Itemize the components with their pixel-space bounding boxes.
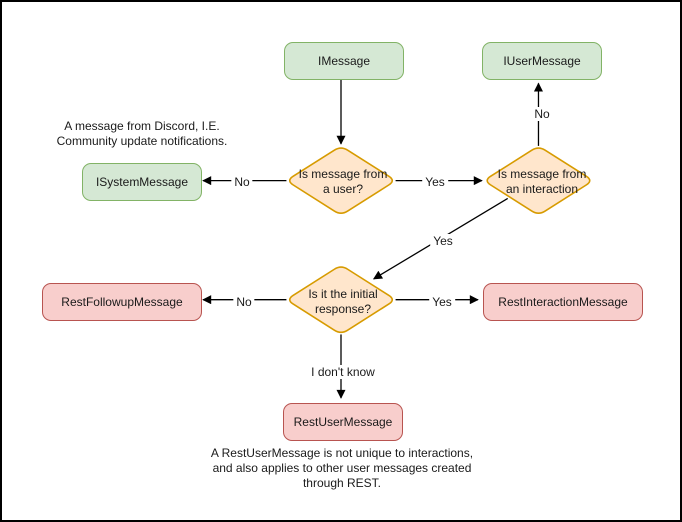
node-imessage-label: IMessage <box>317 54 371 68</box>
node-isystemmessage: ISystemMessage <box>82 163 202 201</box>
node-isystemmessage-label: ISystemMessage <box>95 175 189 189</box>
node-iusermessage-label: IUserMessage <box>503 54 581 68</box>
annotation-system-note: A message from Discord, I.E. Community u… <box>56 119 228 148</box>
edge-label-yes-to-interactionmessage: Yes <box>429 295 455 309</box>
node-restinteractionmessage: RestInteractionMessage <box>483 283 643 321</box>
node-iusermessage: IUserMessage <box>482 42 602 80</box>
node-restusermessage-label: RestUserMessage <box>293 415 393 429</box>
decision-is-from-interaction-label: Is message from an interaction <box>497 167 587 196</box>
edge-label-yes-to-interaction: Yes <box>422 175 448 189</box>
annotation-restuser-note: A RestUserMessage is not unique to inter… <box>210 446 474 490</box>
edge-label-no-to-followup: No <box>233 295 255 309</box>
decision-is-from-user-shape <box>288 147 394 215</box>
edge-label-no-to-usermessage: No <box>531 107 553 121</box>
decision-is-from-user-label: Is message from a user? <box>298 167 388 196</box>
decision-is-initial-response-label: Is it the initial response? <box>308 287 378 316</box>
node-restfollowupmessage-label: RestFollowupMessage <box>61 295 183 309</box>
node-restinteractionmessage-label: RestInteractionMessage <box>498 295 628 309</box>
node-restfollowupmessage: RestFollowupMessage <box>42 283 202 321</box>
decision-is-from-interaction-shape <box>486 147 591 215</box>
edge-label-no-to-system: No <box>231 175 253 189</box>
decision-is-initial-response-shape <box>288 266 394 334</box>
node-restusermessage: RestUserMessage <box>283 403 403 441</box>
edge-label-yes-to-initial: Yes <box>430 234 456 248</box>
node-imessage: IMessage <box>284 42 404 80</box>
edge-label-idontknow-to-restuser: I don't know <box>308 365 378 379</box>
